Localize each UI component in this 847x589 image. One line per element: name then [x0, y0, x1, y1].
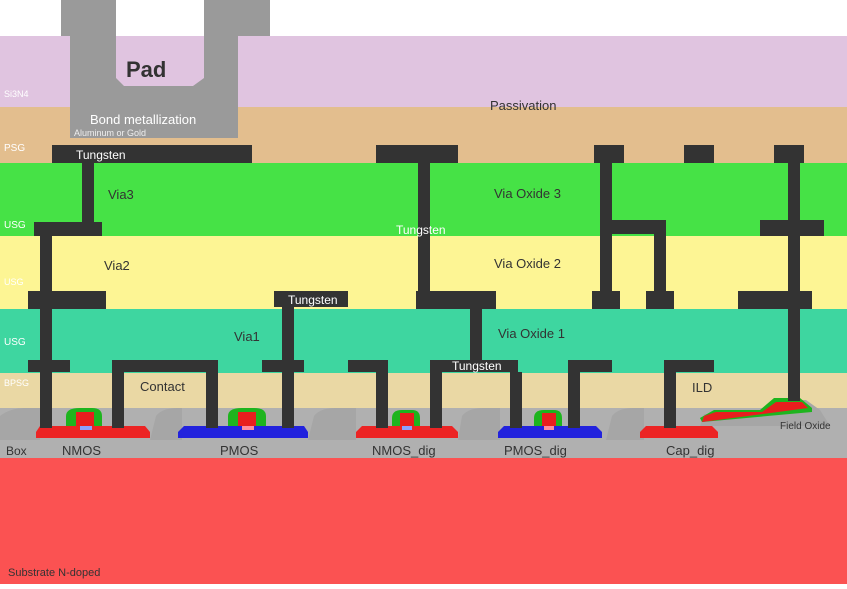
metal-1-pmos-drain — [262, 360, 304, 372]
metal-1-left — [28, 360, 70, 372]
field-oxide-label: Field Oxide — [780, 421, 831, 432]
contact-nmos-source — [40, 372, 52, 428]
contact-nmos-dig-drain — [430, 372, 442, 428]
via1-label: Via1 — [234, 329, 260, 344]
nmos-gate — [76, 412, 94, 426]
metal-3-left — [34, 222, 102, 236]
contact-label: Contact — [140, 379, 185, 394]
pmos-transistor — [178, 408, 308, 438]
tungsten-interconnect — [28, 145, 824, 428]
metal-2-pmos — [274, 291, 348, 307]
via-oxide-3-label: Via Oxide 3 — [494, 186, 561, 201]
top-metal-center — [376, 145, 458, 163]
contact-pmos-source — [206, 372, 218, 428]
psg-label: PSG — [4, 143, 25, 154]
usg-2-label: USG — [4, 277, 24, 287]
tungsten-top-label: Tungsten — [76, 148, 126, 162]
bpsg-layer — [0, 373, 847, 408]
metal-2-right-a — [592, 291, 620, 309]
usg-1-label: USG — [4, 337, 26, 348]
metal-1-nmos-dig — [348, 360, 388, 372]
cap-dig-poly-plate — [702, 402, 808, 422]
cap-dig-capacitor — [640, 398, 830, 438]
substrate-label: Substrate N-doped — [8, 567, 100, 579]
top-metal-right-1 — [594, 145, 624, 163]
metal-3-far-right — [760, 220, 824, 236]
contact-cap-dig-bottom — [664, 372, 676, 428]
nmos-label: NMOS — [62, 443, 101, 458]
box-label: Box — [6, 444, 27, 458]
top-metal-right-3 — [774, 145, 804, 163]
via-oxide-1-label: Via Oxide 1 — [498, 326, 565, 341]
bond-pad-metal — [61, 0, 270, 138]
pmos-dig-transistor — [498, 410, 602, 438]
metal-3-right — [600, 220, 666, 234]
nmos-dig-transistor — [356, 410, 458, 438]
substrate-layer — [0, 458, 847, 584]
ild-label: ILD — [692, 380, 712, 395]
metal-2-far-right — [738, 291, 812, 309]
contact-nmos-dig-source — [376, 372, 388, 428]
contact-pmos-drain — [282, 372, 294, 428]
metal-2-center — [416, 291, 496, 309]
pmos-dig-label: PMOS_dig — [504, 443, 567, 458]
tungsten-via-oxide-3-label: Tungsten — [396, 223, 446, 237]
via2-label: Via2 — [104, 258, 130, 273]
contact-nmos-drain — [112, 372, 124, 428]
bond-metallization-label: Bond metallization — [90, 112, 196, 127]
contact-pmos-dig-source — [510, 372, 522, 428]
top-metal-right-2 — [684, 145, 714, 163]
metal-1-pmos-dig — [568, 360, 612, 372]
tungsten-contact-label: Tungsten — [452, 359, 502, 373]
nmos-dig-gate — [400, 413, 414, 426]
top-metal-pad — [52, 145, 252, 163]
via-oxide-2-label: Via Oxide 2 — [494, 256, 561, 271]
nmos-dig-label: NMOS_dig — [372, 443, 436, 458]
cap-dig-label: Cap_dig — [666, 443, 714, 458]
metal-1-center — [430, 360, 518, 372]
contact-pmos-dig-drain — [568, 372, 580, 428]
pad-label: Pad — [126, 57, 166, 82]
si3n4-label: Si3N4 — [4, 89, 29, 99]
via3-label: Via3 — [108, 187, 134, 202]
field-oxide-bumps — [0, 408, 644, 440]
passivation-label: Passivation — [490, 98, 556, 113]
bpsg-label: BPSG — [4, 378, 29, 388]
nmos-transistor — [36, 408, 150, 438]
diagram-labels: Pad Bond metallization Aluminum or Gold … — [4, 57, 831, 579]
transistors — [36, 398, 830, 438]
bond-material-label: Aluminum or Gold — [74, 128, 146, 138]
metal-2-left — [28, 291, 106, 309]
pmos-dig-gate — [542, 413, 556, 426]
pmos-gate — [238, 412, 256, 426]
pmos-label: PMOS — [220, 443, 259, 458]
tungsten-via-oxide-1-label: Tungsten — [288, 293, 338, 307]
metal-1-cap-dig — [664, 360, 714, 372]
metal-2-right-b — [646, 291, 674, 309]
metal-1-nmos-pmos-strap — [112, 360, 218, 372]
usg-3-label: USG — [4, 220, 26, 231]
